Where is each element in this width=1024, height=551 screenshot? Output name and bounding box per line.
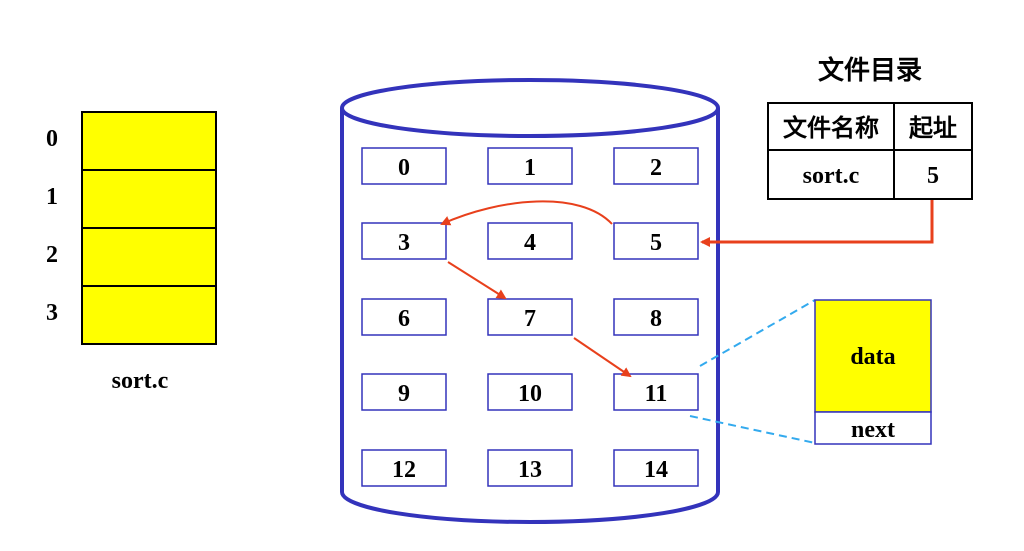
svg-text:7: 7 [524, 306, 536, 332]
logical-block-index-2: 2 [46, 242, 58, 268]
file-logical-blocks: 0 1 2 3 sort.c [46, 111, 217, 394]
directory-header-start: 起址 [908, 114, 957, 142]
disk-blocks: 0 1 2 3 4 5 6 7 [361, 147, 699, 487]
disk-block-4: 4 [487, 222, 573, 260]
disk-block-6: 6 [361, 298, 447, 336]
disk-block-7: 7 [487, 298, 573, 336]
disk-block-2: 2 [613, 147, 699, 185]
disk-block-10: 10 [487, 373, 573, 411]
disk-block-14: 14 [613, 449, 699, 487]
disk-top [340, 78, 720, 138]
svg-text:11: 11 [645, 381, 668, 407]
logical-block-2 [81, 227, 217, 287]
directory-cell-name: sort.c [803, 163, 860, 189]
zoom-lines [689, 299, 816, 444]
directory-cell-start: 5 [927, 163, 939, 189]
directory-start-arrow [700, 198, 934, 247]
logical-block-0 [81, 111, 217, 171]
directory-title: 文件目录 [818, 55, 922, 86]
svg-text:5: 5 [650, 230, 662, 256]
link-arrow-7-to-11 [573, 337, 632, 378]
disk-block-5: 5 [613, 222, 699, 260]
logical-block-3 [81, 285, 217, 345]
disk-block-3: 3 [361, 222, 447, 260]
svg-text:8: 8 [650, 306, 662, 332]
logical-block-1 [81, 169, 217, 229]
svg-text:4: 4 [524, 230, 536, 256]
logical-block-index-1: 1 [46, 184, 58, 210]
block-next-label: next [851, 417, 895, 443]
file-caption: sort.c [112, 368, 169, 394]
disk-block-9: 9 [361, 373, 447, 411]
logical-block-index-3: 3 [46, 300, 58, 326]
block-detail: data next [814, 299, 932, 445]
svg-text:10: 10 [518, 381, 542, 407]
disk-block-0: 0 [361, 147, 447, 185]
svg-text:12: 12 [392, 457, 416, 483]
block-next-field [814, 411, 932, 445]
disk-block-12: 12 [361, 449, 447, 487]
svg-text:14: 14 [644, 457, 668, 483]
link-arrow-5-to-3 [440, 200, 613, 226]
link-arrow-3-to-7 [447, 261, 507, 300]
logical-block-index-0: 0 [46, 126, 58, 152]
svg-text:2: 2 [650, 155, 662, 181]
svg-text:0: 0 [398, 155, 410, 181]
disk-body [340, 108, 720, 524]
svg-text:9: 9 [398, 381, 410, 407]
disk-block-8: 8 [613, 298, 699, 336]
block-data-field [814, 299, 932, 413]
directory-header-name: 文件名称 [783, 114, 879, 142]
svg-text:6: 6 [398, 306, 410, 332]
svg-text:13: 13 [518, 457, 542, 483]
disk-block-11: 11 [613, 373, 699, 411]
disk-block-13: 13 [487, 449, 573, 487]
svg-text:1: 1 [524, 155, 536, 181]
block-data-label: data [850, 344, 895, 370]
file-directory: 文件目录 文件名称 起址 sort.c 5 [767, 55, 973, 200]
disk-block-1: 1 [487, 147, 573, 185]
disk-cylinder [340, 78, 720, 524]
svg-text:3: 3 [398, 230, 410, 256]
link-chain [440, 200, 632, 378]
